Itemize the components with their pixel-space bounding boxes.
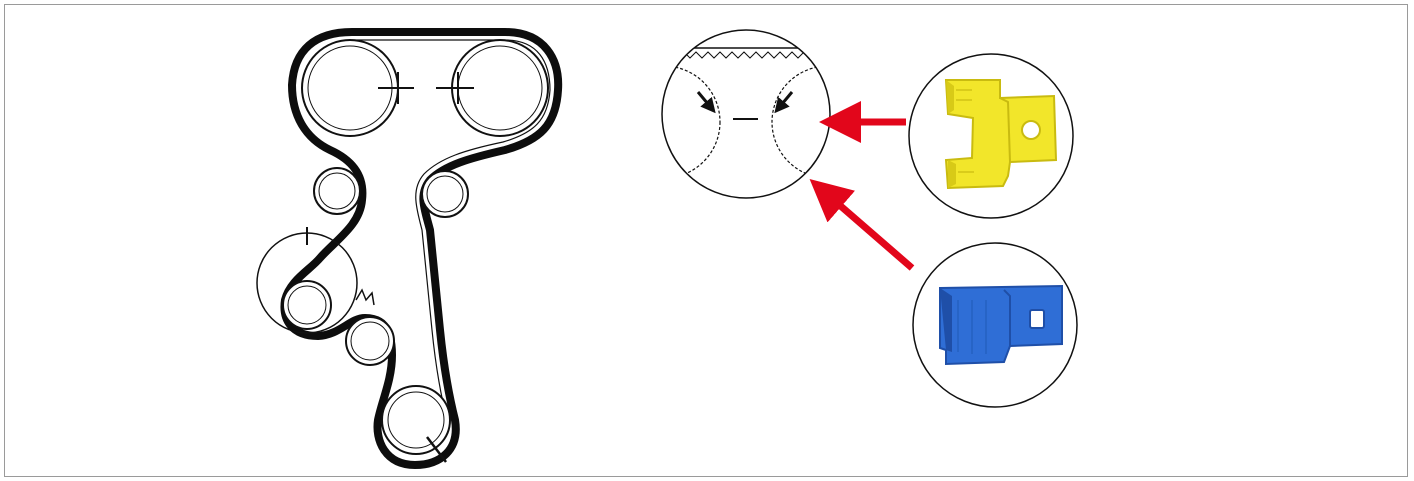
yellow-tool-hole — [1021, 120, 1041, 140]
sprocket-mark-detail — [661, 29, 831, 199]
detail-arrow-right — [774, 91, 794, 114]
blue-tool-body — [939, 284, 1063, 366]
blue-tool-slot — [1029, 309, 1045, 329]
detail-belt-teeth — [662, 51, 829, 59]
crankshaft-mark — [426, 436, 447, 463]
idler-pulley-upper-right — [421, 170, 469, 218]
idler-pulley-upper-left — [313, 167, 361, 215]
yellow-locking-tool — [908, 53, 1074, 219]
timing-belt — [280, 28, 563, 469]
detail-arrow-left — [696, 91, 716, 114]
timing-belt-layout — [256, 28, 563, 469]
idler-pulley-lower — [345, 316, 395, 366]
blue-locking-tool — [912, 242, 1078, 408]
crankshaft-sprocket — [381, 385, 451, 455]
tensioner-indicator — [355, 288, 375, 306]
tensioner-pulley — [282, 280, 332, 330]
timing-belt-inner-edge — [352, 39, 551, 421]
red-arrow-blue-tool — [809, 179, 915, 271]
yellow-tool-body — [944, 79, 1058, 190]
